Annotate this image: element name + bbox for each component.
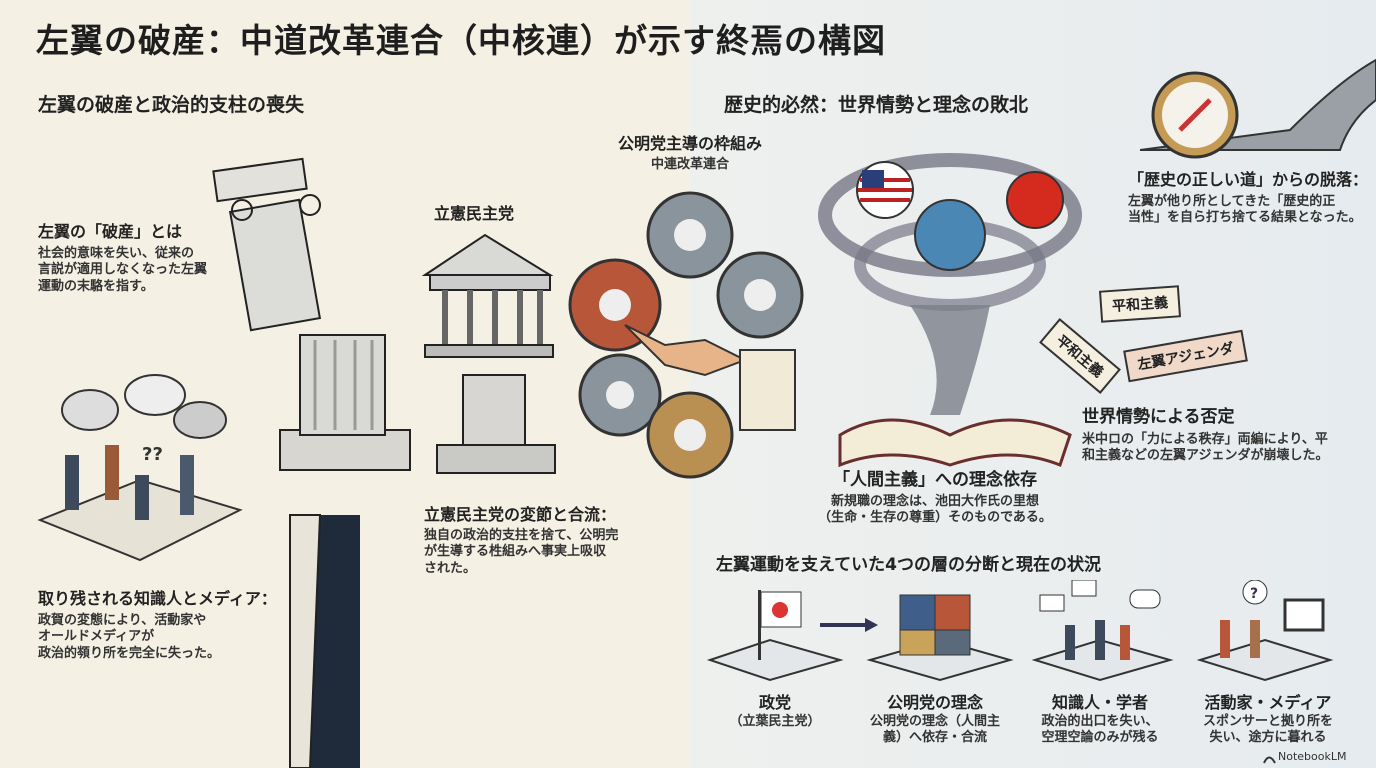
humanism-body: 新規職の理念は、池田大作氏の里想 （生命・生存の尊重）そのものである。 [818,494,1052,526]
temple-illustration [421,233,556,474]
layer-title-komeito: 公明党の理念 [886,693,983,712]
speech-bubble-icon [1039,594,1065,612]
komeito-frame-title: 公明党主導の枠組み [617,134,762,153]
right-section-heading: 歴史的必然：世界情勢と理念の敗北 [724,94,1029,116]
notebooklm-logo-icon [1263,756,1276,764]
speech-bubble-icon [61,389,119,431]
bankruptcy-title: 左翼の「破産」とは [38,222,183,241]
cdp-label: 立憲民主党 [434,204,515,223]
open-book-icon [838,418,1072,468]
person-icon [65,455,79,510]
layer-body-activists: スポンサーと拠り所を 失い、途方に暮れる [1202,714,1333,746]
speech-bubble-icon [1129,589,1161,609]
history-body: 左翼が他り所としてきた「歴史的正 当性」を自ら打ち捨てる結果となった。 [1128,194,1362,226]
gears-handshake-illustration [568,191,804,479]
person-icon [135,475,149,520]
notebooklm-watermark: NotebookLM [1278,750,1347,763]
isolated-intellectuals-illustration: ?? [37,374,243,562]
komeito-frame-subtitle: 中連改革連合 [650,157,729,172]
layer-body-party: （立葉民主党） [729,714,821,729]
world-body: 米中ロの「力による秩存」両編により、平 和主義などの左翼アジェンダが崩壊した。 [1082,432,1329,464]
person-icon [180,455,194,515]
humanism-title: 「人間主義」への理念依存 [833,470,1037,490]
page-title: 左翼の破産：中道改革連合（中核連）が示す終焉の構図 [36,21,886,60]
layer-body-komeito: 公明党の理念（人間主 義）へ依存・合流 [869,714,1000,746]
broken-screen-icon [1283,598,1325,632]
layer-title-intellectuals: 知識人・学者 [1051,693,1148,712]
china-flag-icon [1006,171,1064,229]
speech-bubble-icon [1071,580,1097,597]
svg-text:??: ?? [142,444,163,465]
puzzle-cube-icon [899,594,936,631]
history-title: 「歴史の正しい道」からの脱落： [1128,170,1369,189]
person-icon [105,445,119,500]
layer-title-party: 政党 [758,693,791,712]
globe-icon [914,199,986,271]
person-icon [1220,620,1230,658]
broken-column-illustration [212,157,411,768]
world-title: 世界情勢による否定 [1082,407,1235,427]
speech-bubble-icon [124,374,186,416]
person-icon [1120,625,1130,660]
scroll-icon [739,349,796,431]
left-behind-body: 政賀の変態により、活動家や オールドメディアが 政治的䫈り所を完全に失った。 [38,613,221,661]
compass-road-illustration [1140,58,1376,159]
layer-title-activists: 活動家・メディア [1204,693,1332,712]
layers-heading: 左翼運動を支えていた4つの層の分断と現在の状況 [716,555,1101,575]
person-icon [1095,620,1105,660]
question-bubble-icon [1242,580,1268,605]
cdp-change-title: 立憲民主党の変節と合流： [424,505,617,524]
left-behind-title: 取り残される知識人とメディア： [38,589,277,608]
left-section-heading: 左翼の破産と政治的支柱の喪失 [38,94,305,116]
person-icon [1250,620,1260,658]
speech-bubble-icon [173,401,227,439]
svg-text:?: ? [1250,586,1258,602]
tag-pacifism: 平和主義 [1098,285,1182,323]
layer-body-intellectuals: 政治的出口を失い、 空理空論のみが残る [1041,714,1159,746]
person-icon [1065,625,1075,660]
layer-icons-illustration: ? [706,580,1334,682]
cdp-change-body: 独自の政治的支拄を捨て、公明完 が生導する栍組みへ事実上吸収 された。 [424,528,619,576]
bankruptcy-body: 社会的意味を失い、従来の 言説が適用しなくなった左翼 運動の末駱を指す。 [38,246,208,294]
tornado-illustration [818,153,1082,468]
